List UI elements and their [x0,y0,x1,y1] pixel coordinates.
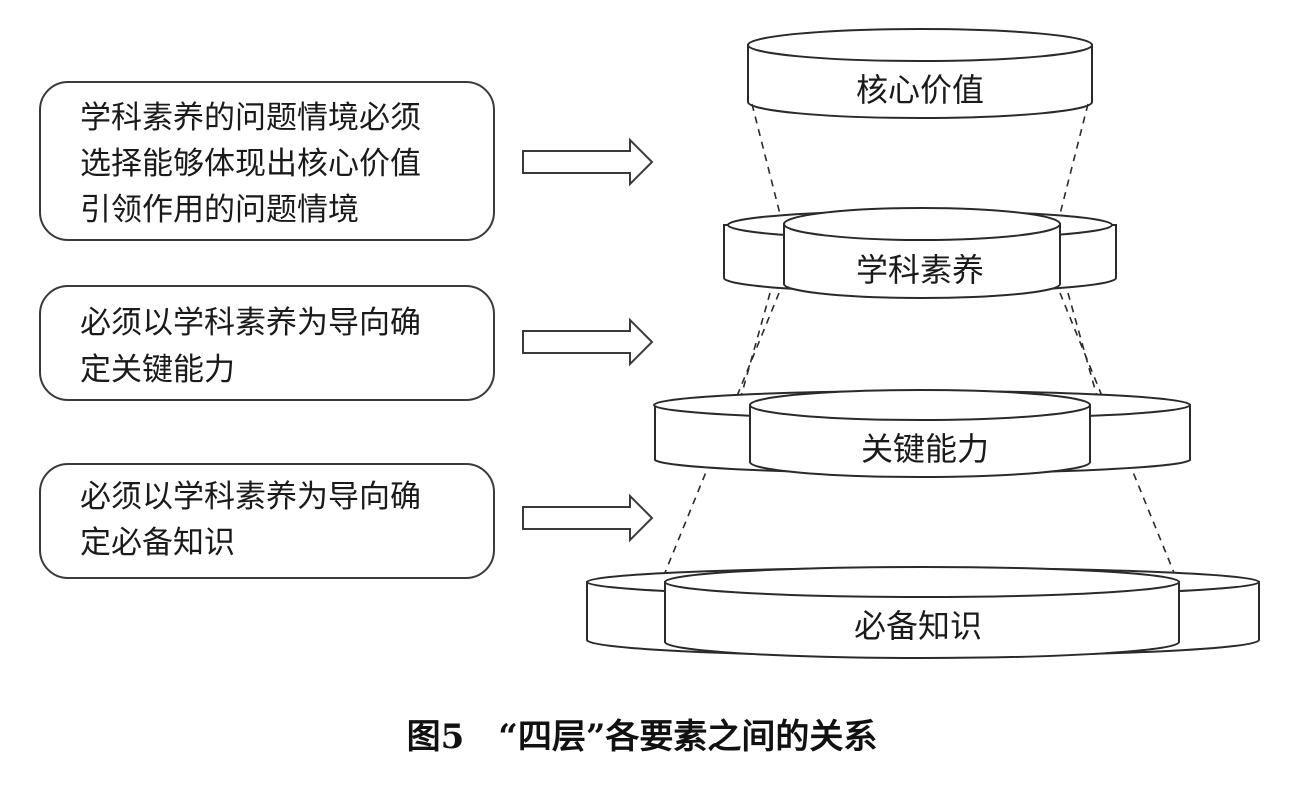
connector-line [751,103,783,223]
left-box-2-frame [39,285,495,401]
left-box-3-line-1: 必须以学科素养为导向确 [80,479,421,515]
left-box-1: 学科素养的问题情境必须 选择能够体现出核心价值 引领作用的问题情境 [39,81,495,241]
left-box-3-frame [39,463,495,579]
layer-key-ability: 关键能力 [653,389,1191,478]
left-box-2: 必须以学科素养为导向确 定关键能力 [39,285,495,401]
layer-essential-knowledge: 必备知识 [586,566,1260,659]
left-box-1-frame [39,81,495,241]
connector-line [1067,292,1099,401]
left-box-2-line-1: 必须以学科素养为导向确 [80,305,421,341]
layer-subject-literacy-label: 学科素养 [856,251,984,289]
left-box-2-line-2: 定关键能力 [80,352,235,388]
layer-essential-knowledge-label: 必备知识 [854,607,982,645]
left-box-1-line-1: 学科素养的问题情境必须 [80,100,421,136]
layer-core-value-label: 核心价值 [856,71,984,109]
arrow-1-icon [522,137,654,187]
layer-core-value: 核心价值 [747,28,1093,119]
layer-key-ability-label: 关键能力 [861,430,989,468]
left-box-1-line-3: 引领作用的问题情境 [80,192,359,228]
left-box-3: 必须以学科素养为导向确 定必备知识 [39,463,495,579]
left-box-3-line-2: 定必备知识 [80,525,235,561]
figure-caption: 图5 “四层”各要素之间的关系 [407,717,878,757]
arrow-3-icon [522,493,654,543]
connector-line [1057,103,1089,223]
left-box-1-line-2: 选择能够体现出核心价值 [80,146,421,182]
arrow-2-icon [522,317,654,367]
connector-line [739,292,771,401]
layer-subject-literacy: 学科素养 [723,207,1117,299]
